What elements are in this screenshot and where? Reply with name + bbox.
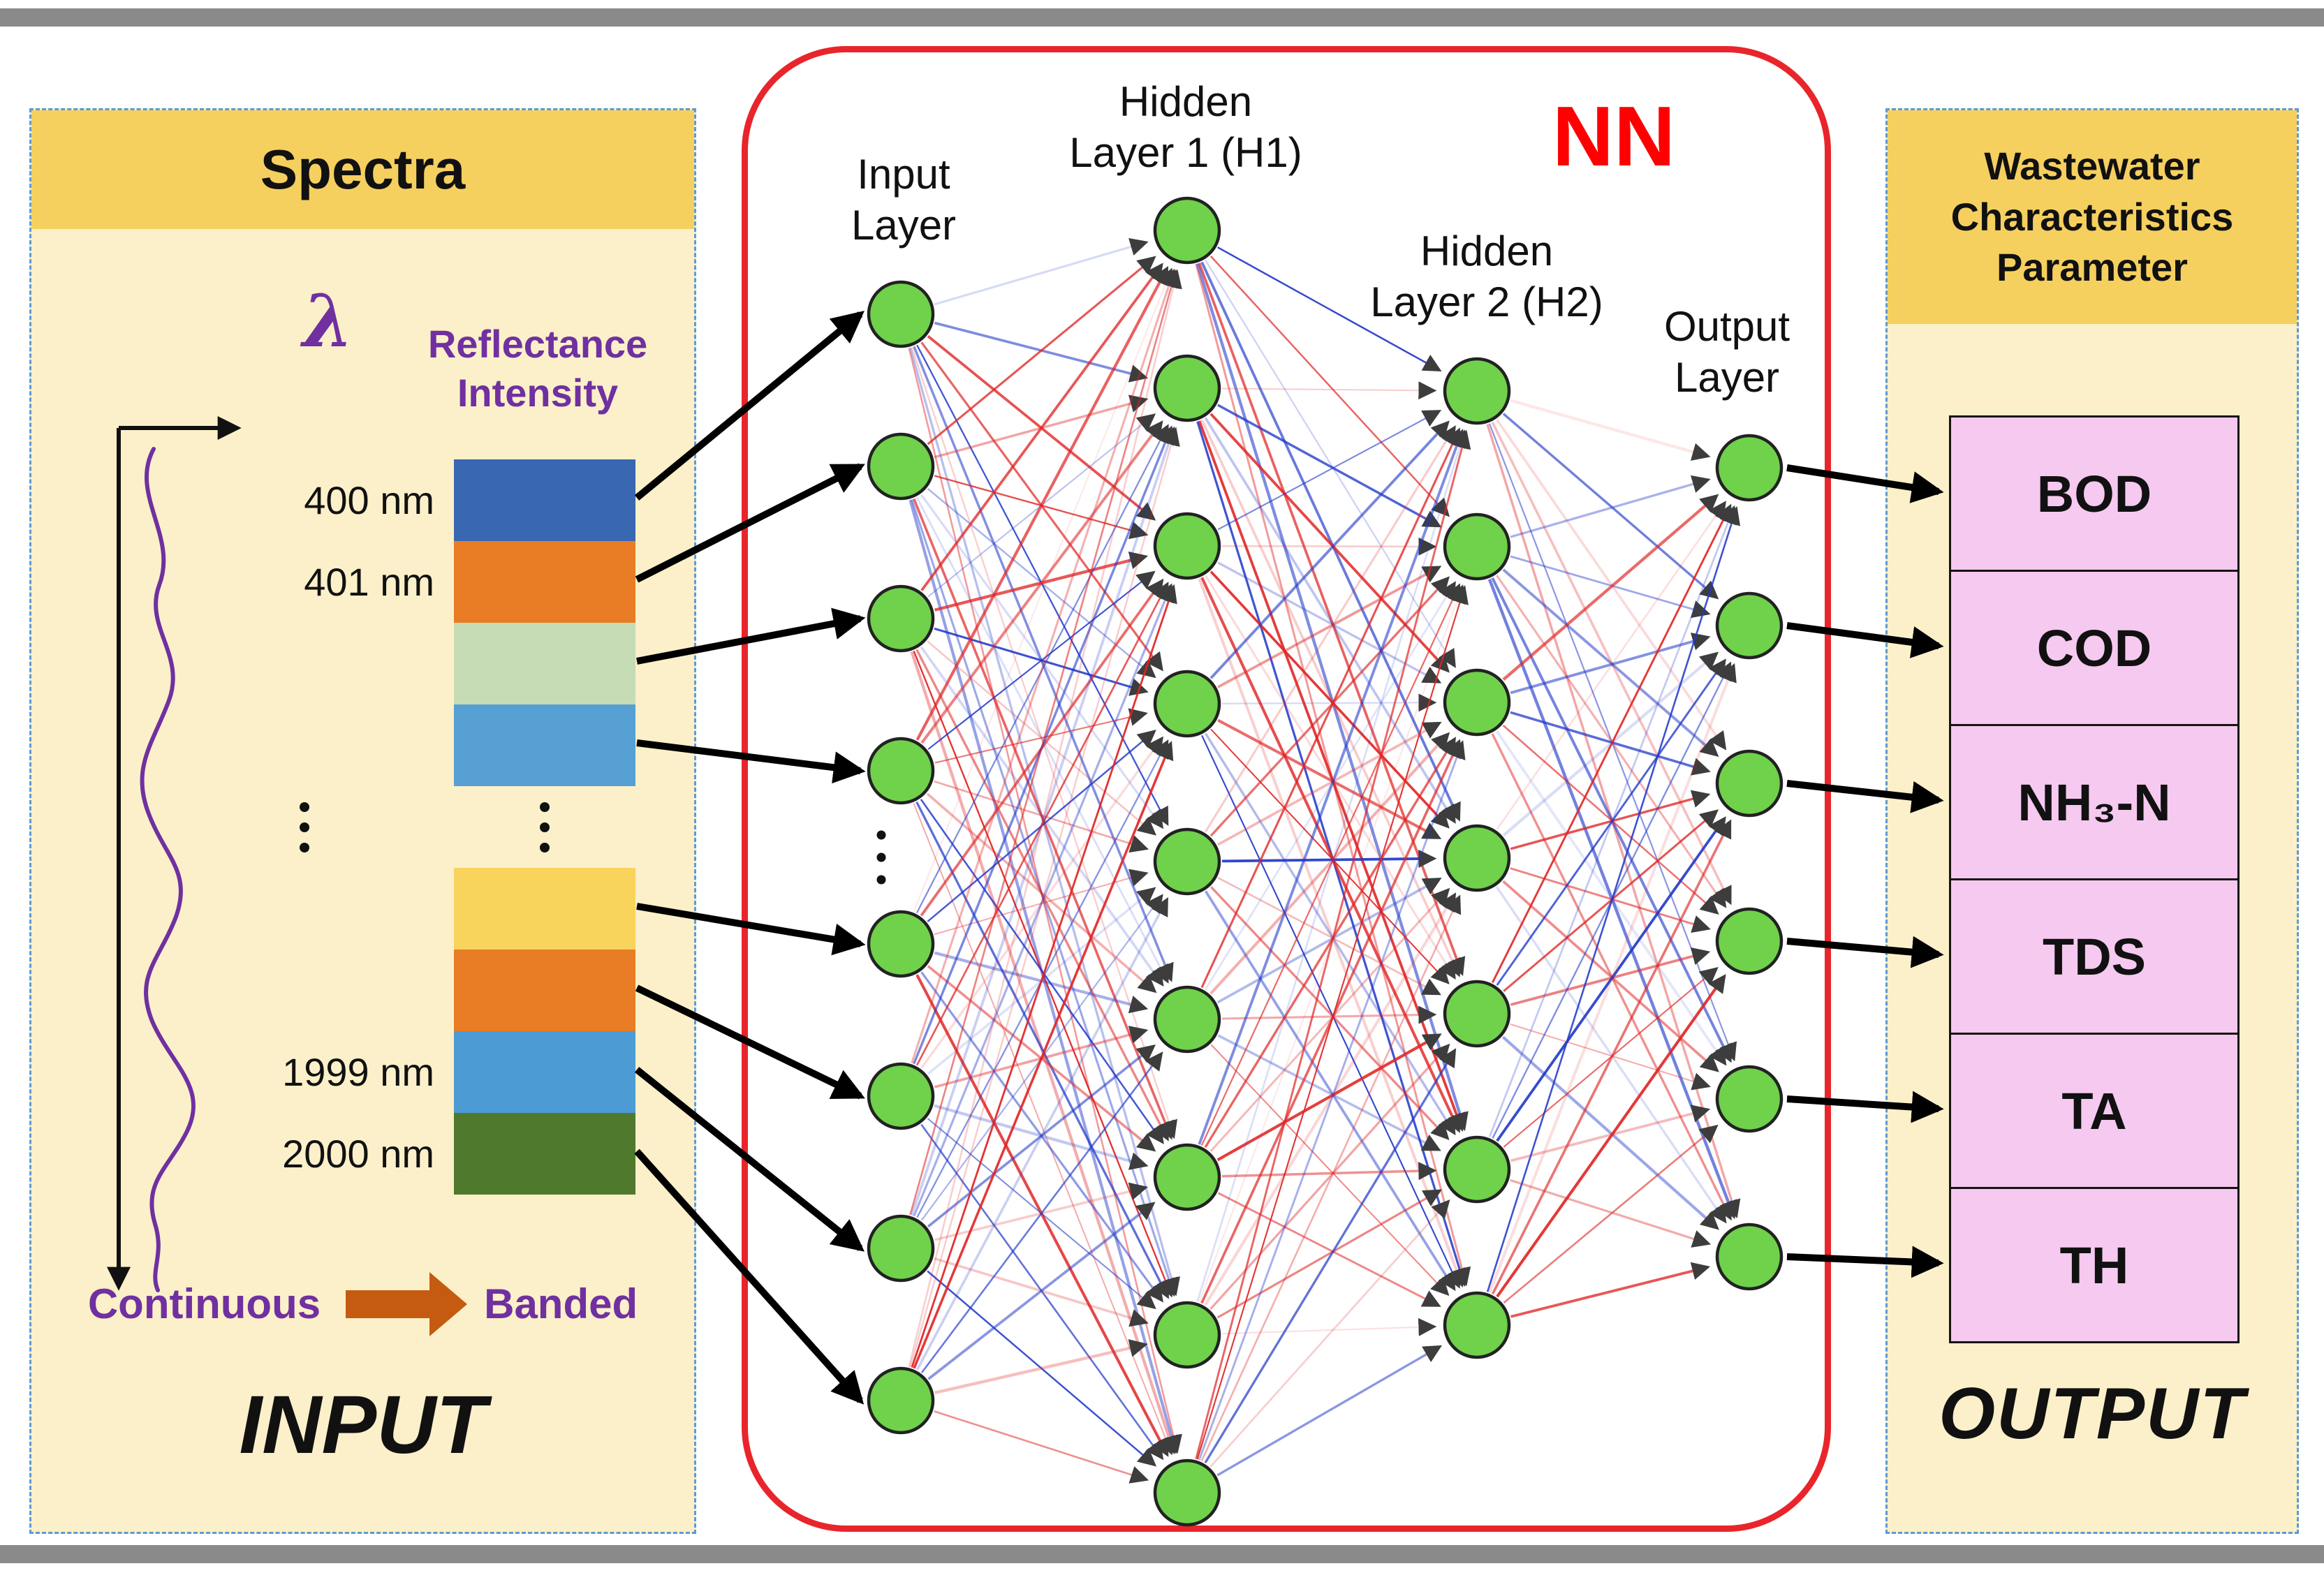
band-row: 1999 nm (175, 1031, 635, 1113)
spectra-header-text: Spectra (260, 138, 466, 200)
parameter-box: TDS (1949, 878, 2240, 1035)
input-layer-label: Input Layer (851, 151, 957, 249)
wavelength-label (175, 950, 454, 1031)
continuous-to-banded-arrow-icon (346, 1290, 430, 1318)
wavelength-label (175, 786, 454, 868)
band-row (175, 623, 635, 704)
color-band (454, 541, 635, 623)
vertical-ellipsis (454, 786, 635, 868)
hidden-layer-1-label: Hidden Layer 1 (H1) (1069, 78, 1302, 177)
band-row: 2000 nm (175, 1113, 635, 1195)
output-layer-label: Output Layer (1663, 303, 1790, 401)
banded-label: Banded (484, 1280, 638, 1327)
continuous-label: Continuous (87, 1280, 321, 1327)
color-band (454, 1031, 635, 1113)
color-band (454, 1113, 635, 1195)
band-gap-ellipsis (454, 786, 635, 868)
wavelength-label (175, 868, 454, 950)
band-row: 400 nm (175, 459, 635, 541)
color-band (454, 459, 635, 541)
parameter-box: NH₃-N (1949, 724, 2240, 880)
color-band (454, 704, 635, 786)
wavelength-label: 2000 nm (282, 1132, 434, 1176)
bottom-border-bar (0, 1545, 2324, 1563)
wastewater-header-line3: Parameter (1996, 245, 2188, 290)
reflectance-line2: Intensity (457, 371, 619, 415)
band-row (175, 704, 635, 786)
wastewater-header-line1: Wastewater (1984, 143, 2200, 188)
color-band (454, 868, 635, 950)
wavelength-label: 400 nm (304, 478, 434, 522)
band-row: 401 nm (175, 541, 635, 623)
nn-title: NN (1552, 89, 1676, 184)
vertical-ellipsis (175, 786, 434, 868)
band-row (175, 868, 635, 950)
wavelength-label (175, 704, 454, 786)
nn-panel: NN Input Layer Hidden Layer 1 (H1) Hidde… (742, 46, 1831, 1532)
input-footer: INPUT (239, 1379, 487, 1471)
lambda-symbol: λ (302, 278, 354, 364)
wastewater-header-line2: Characteristics (1950, 194, 2234, 239)
wastewater-header: Wastewater Characteristics Parameter (1888, 110, 2297, 324)
output-panel: Wastewater Characteristics Parameter BOD… (1885, 108, 2299, 1534)
continuous-banded-row: Continuous Banded (31, 1280, 694, 1328)
wavelength-label: 1999 nm (282, 1050, 434, 1094)
hidden-layer-2-label: Hidden Layer 2 (H2) (1370, 228, 1603, 326)
output-footer: OUTPUT (1939, 1373, 2246, 1454)
spectrum-axes-and-curve (107, 416, 242, 1292)
top-border-bar (0, 8, 2324, 27)
reflectance-line1: Reflectance (427, 322, 648, 366)
reflectance-intensity-label: Reflectance Intensity (381, 320, 695, 418)
parameter-box: BOD (1949, 415, 2240, 572)
wavelength-label: 401 nm (304, 560, 434, 604)
color-band (454, 950, 635, 1031)
wavelength-label (175, 623, 454, 704)
band-row (175, 950, 635, 1031)
band-list: 400 nm 401 nm 1999 nm 2000 nm (175, 459, 635, 1195)
color-band (454, 623, 635, 704)
parameter-box: TA (1949, 1033, 2240, 1189)
spectra-header: Spectra (31, 110, 694, 229)
parameter-box: TH (1949, 1187, 2240, 1343)
parameter-box: COD (1949, 570, 2240, 726)
continuous-spectrum-curve (140, 447, 196, 1292)
band-row (175, 786, 635, 868)
